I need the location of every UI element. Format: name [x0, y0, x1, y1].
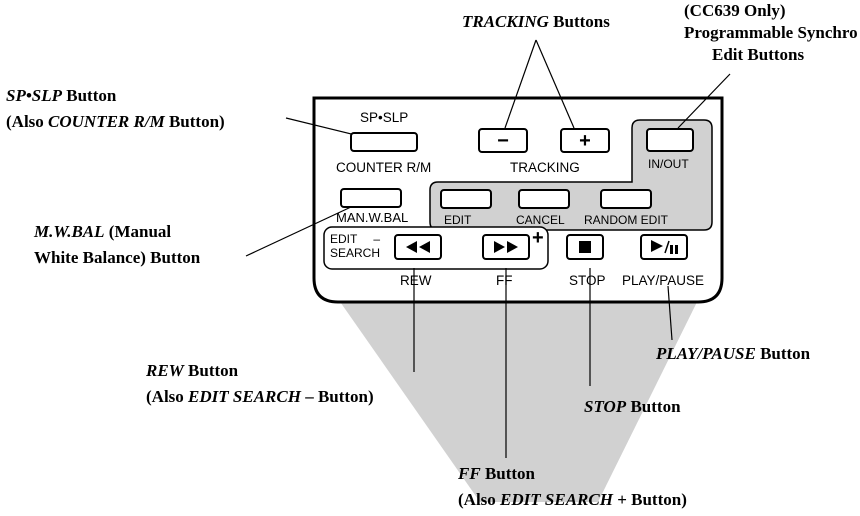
counter-rm-label: COUNTER R/M: [336, 160, 432, 175]
ff-callout-suffix: Button: [480, 464, 536, 483]
rew-button[interactable]: [394, 234, 442, 260]
tracking-callout: TRACKING Buttons: [462, 11, 610, 32]
edit-search-label: EDIT – SEARCH: [330, 232, 380, 260]
rewind-icon: [406, 241, 430, 253]
mwbal-callout: M.W.BAL (Manual White Balance) Button: [34, 219, 200, 271]
edit-search-line1: EDIT: [330, 232, 358, 246]
mwbal-label: MAN.W.BAL: [336, 210, 409, 225]
play-pause-leader: [667, 285, 673, 341]
cc639-line2: Programmable Synchro: [684, 23, 858, 42]
spslp-also-post: Button): [164, 112, 225, 131]
stop-button[interactable]: [566, 234, 604, 260]
rew-also-post: – Button): [300, 387, 374, 406]
random-edit-label: RANDOM EDIT: [584, 213, 668, 227]
edit-search-plus: +: [532, 227, 544, 249]
random-edit-button[interactable]: [600, 189, 652, 209]
cc639-leader: [677, 73, 731, 129]
mwbal-callout-name: M.W.BAL: [34, 222, 105, 241]
spslp-label: SP•SLP: [360, 110, 409, 125]
tracking-callout-name: TRACKING: [462, 12, 549, 31]
spslp-callout-name: SP•SLP: [6, 86, 63, 105]
ff-also-post: + Button): [612, 490, 687, 509]
rew-also-name: EDIT SEARCH: [188, 387, 301, 406]
minus-icon: −: [497, 129, 509, 152]
rew-callout-suffix: Button: [183, 361, 239, 380]
in-out-button[interactable]: [646, 128, 694, 152]
stop-label: STOP: [569, 273, 606, 288]
edit-button[interactable]: [440, 189, 492, 209]
ff-callout-name: FF: [458, 464, 481, 483]
stop-callout: STOP Button: [584, 396, 681, 417]
spslp-also-pre: (Also: [6, 112, 49, 131]
stop-icon: [579, 241, 591, 253]
tracking-leader-right: [535, 39, 575, 129]
playpause-callout: PLAY/PAUSE Button: [656, 343, 810, 364]
edit-label: EDIT: [444, 213, 472, 227]
tracking-minus-button[interactable]: −: [478, 128, 528, 153]
edit-search-minus: –: [373, 232, 381, 246]
mwbal-callout-suffix: (Manual: [104, 222, 172, 241]
cancel-button[interactable]: [518, 189, 570, 209]
play-pause-icon: [651, 240, 678, 254]
plus-icon: +: [579, 129, 591, 152]
cc639-line1: (CC639 Only): [684, 1, 786, 20]
ff-also-name: EDIT SEARCH: [500, 490, 613, 509]
mwbal-button[interactable]: [340, 188, 402, 208]
rew-callout: REW Button (Also EDIT SEARCH – Button): [146, 358, 374, 410]
play-pause-label: PLAY/PAUSE: [622, 273, 705, 288]
shaded-region: [336, 296, 700, 502]
rew-also-pre: (Also: [146, 387, 189, 406]
tracking-plus-button[interactable]: +: [560, 128, 610, 153]
spslp-callout-suffix: Button: [62, 86, 117, 105]
mwbal-leader: [245, 199, 367, 257]
ff-also-pre: (Also: [458, 490, 501, 509]
cc639-callout: (CC639 Only) Programmable Synchro Edit B…: [684, 0, 858, 66]
ff-callout: FF Button (Also EDIT SEARCH + Button): [458, 461, 687, 513]
rew-callout-name: REW: [146, 361, 184, 380]
spslp-callout: SP•SLP Button (Also COUNTER R/M Button): [6, 83, 225, 135]
stop-callout-name: STOP: [584, 397, 627, 416]
rew-label: REW: [400, 273, 432, 288]
ff-button[interactable]: [482, 234, 530, 260]
tracking-callout-suffix: Buttons: [548, 12, 610, 31]
playpause-callout-name: PLAY/PAUSE: [656, 344, 756, 363]
cancel-label: CANCEL: [516, 213, 565, 227]
play-pause-button[interactable]: [640, 234, 688, 260]
fast-forward-icon: [494, 241, 518, 253]
ff-label: FF: [496, 273, 513, 288]
tracking-label: TRACKING: [510, 160, 580, 175]
mwbal-callout-line2: White Balance) Button: [34, 248, 201, 267]
spslp-button[interactable]: [350, 132, 418, 152]
in-out-label: IN/OUT: [648, 157, 689, 171]
cc639-line3: Edit Buttons: [712, 45, 805, 64]
tracking-leader-left: [504, 39, 537, 129]
edit-search-line2: SEARCH: [330, 246, 381, 260]
playpause-callout-suffix: Button: [755, 344, 811, 363]
stop-callout-suffix: Button: [626, 397, 681, 416]
spslp-also-name: COUNTER R/M: [48, 112, 165, 131]
